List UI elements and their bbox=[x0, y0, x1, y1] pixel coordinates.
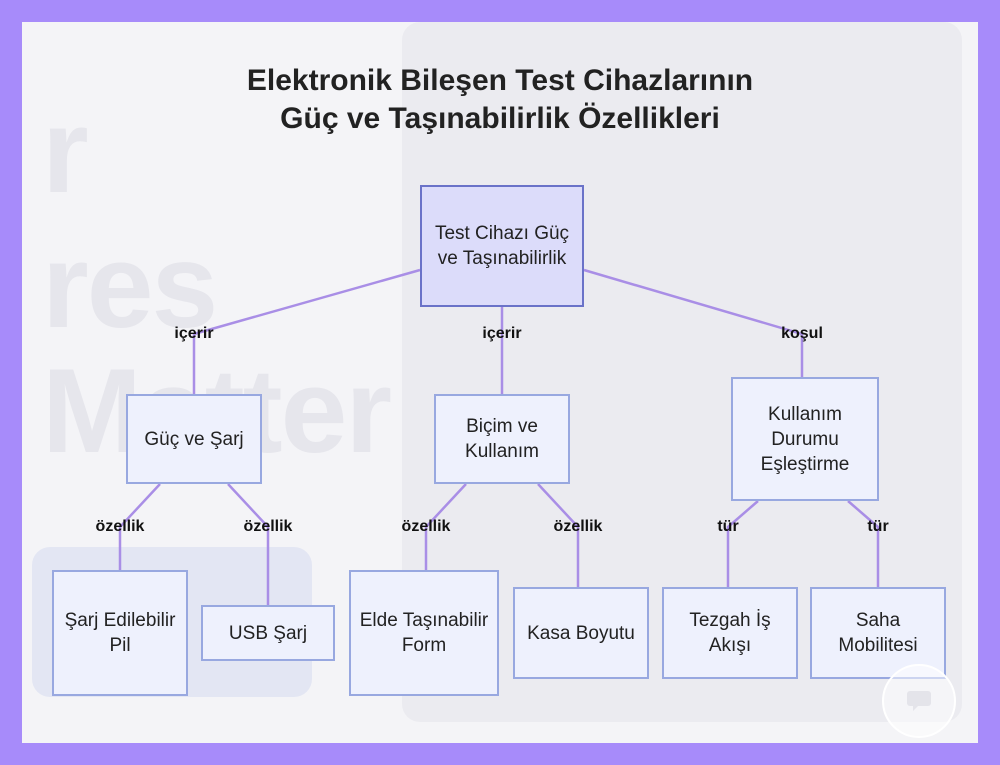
edge-form-case bbox=[537, 483, 580, 587]
title-line-2: Güç ve Taşınabilirlik Özellikleri bbox=[280, 102, 720, 135]
node-handheld-form: Elde Taşınabilir Form bbox=[349, 570, 499, 696]
background-word-2: res bbox=[42, 219, 218, 353]
edge-label-root-power: içerir bbox=[174, 325, 214, 342]
edge-label-power-usb: özellik bbox=[243, 518, 293, 535]
edge-label-root-form: içerir bbox=[482, 325, 522, 342]
edge-label-power-battery: özellik bbox=[95, 518, 145, 535]
node-field-mobility: Saha Mobilitesi bbox=[810, 587, 946, 679]
node-usb-charging: USB Şarj bbox=[201, 605, 335, 661]
edge-power-battery bbox=[118, 483, 161, 570]
edge-root-usage bbox=[583, 268, 804, 377]
node-usage-matching: Kullanım Durumu Eşleştirme bbox=[731, 377, 879, 501]
edge-root-power bbox=[192, 268, 421, 394]
edge-power-usb bbox=[227, 483, 270, 605]
title-line-1: Elektronik Bileşen Test Cihazlarının bbox=[246, 64, 754, 97]
edge-form-handheld bbox=[424, 483, 467, 570]
edge-label-usage-bench: tür bbox=[717, 518, 739, 535]
chat-bubble-icon[interactable] bbox=[882, 664, 956, 738]
edge-label-form-handheld: özellik bbox=[401, 518, 451, 535]
edges-layer bbox=[118, 268, 880, 605]
node-rechargeable-battery: Şarj Edilebilir Pil bbox=[52, 570, 188, 696]
edge-label-form-case: özellik bbox=[553, 518, 603, 535]
diagram-canvas: r res Matter Elektronik Bileşen Test Cih… bbox=[22, 22, 978, 743]
edge-label-root-usage: koşul bbox=[781, 325, 823, 342]
diagram-title: Elektronik Bileşen Test Cihazlarının Güç… bbox=[22, 62, 978, 138]
node-power-charging: Güç ve Şarj bbox=[126, 394, 262, 484]
node-case-size: Kasa Boyutu bbox=[513, 587, 649, 679]
edge-label-usage-field: tür bbox=[867, 518, 889, 535]
node-root: Test Cihazı Güç ve Taşınabilirlik bbox=[420, 185, 584, 307]
edge-usage-field bbox=[847, 500, 880, 587]
background-word-1: r bbox=[42, 84, 89, 218]
node-form-usage: Biçim ve Kullanım bbox=[434, 394, 570, 484]
edge-usage-bench bbox=[726, 500, 759, 587]
node-bench-workflow: Tezgah İş Akışı bbox=[662, 587, 798, 679]
